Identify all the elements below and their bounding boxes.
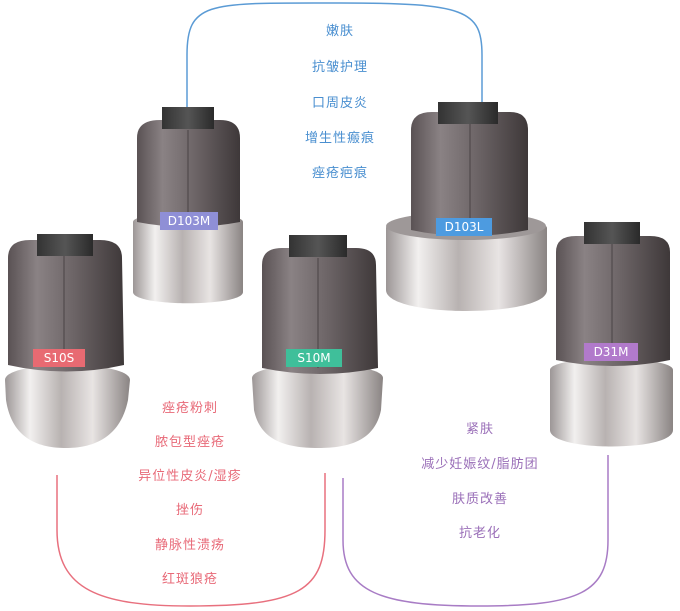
- top-item-4: 增生性瘢痕: [304, 131, 375, 146]
- top-item-3: 口周皮炎: [311, 96, 368, 111]
- probe-tag-s10m-label: S10M: [297, 351, 331, 365]
- probe-tag-d103m: D103M: [160, 212, 218, 230]
- probe-tag-s10m: S10M: [286, 349, 342, 367]
- left-item-5: 静脉性溃疡: [154, 538, 225, 553]
- probe-tag-d103l-label: D103L: [444, 220, 484, 234]
- probe-d103l: [386, 102, 547, 311]
- right-group-bracket: [342, 455, 609, 607]
- probe-tag-d103m-label: D103M: [167, 214, 211, 228]
- probe-tag-s10s: S10S: [33, 349, 85, 367]
- probe-d31m: [550, 222, 673, 447]
- left-item-6: 红斑狼疮: [161, 572, 218, 587]
- right-item-3: 肤质改善: [451, 492, 508, 507]
- probe-s10m: [252, 235, 383, 448]
- left-item-3: 异位性皮炎/湿疹: [138, 469, 242, 484]
- left-item-2: 脓包型痤疮: [154, 435, 225, 450]
- probe-tag-d31m-label: D31M: [593, 345, 629, 359]
- probe-s10s: [5, 234, 130, 448]
- right-item-4: 抗老化: [458, 526, 501, 541]
- left-group-bracket: [56, 473, 326, 607]
- right-item-1: 紧肤: [465, 422, 494, 437]
- probe-tag-s10s-label: S10S: [43, 351, 75, 365]
- probe-tag-d31m: D31M: [584, 343, 638, 361]
- right-item-2: 减少妊娠纹/脂肪团: [421, 457, 539, 472]
- top-item-2: 抗皱护理: [311, 60, 368, 75]
- top-group-bracket: [186, 2, 483, 113]
- probe-tag-d103l: D103L: [436, 218, 492, 236]
- top-item-5: 痤疮疤痕: [311, 166, 368, 181]
- left-item-1: 痤疮粉刺: [161, 401, 218, 416]
- probe-d103m: [133, 107, 243, 304]
- left-item-4: 挫伤: [175, 503, 204, 518]
- top-item-1: 嫩肤: [325, 24, 354, 39]
